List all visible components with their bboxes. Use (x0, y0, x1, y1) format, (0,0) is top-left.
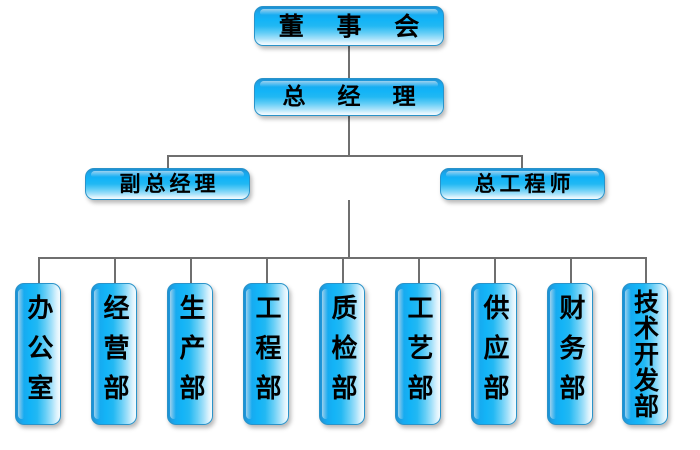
node-department-process[interactable]: 工艺部 (395, 283, 441, 425)
connector-bus-to-dept-2 (114, 257, 116, 284)
node-label: 供应部 (479, 294, 509, 414)
connector-bus-to-dept-7 (494, 257, 496, 284)
node-department-office[interactable]: 办公室 (15, 283, 61, 425)
node-department-engineering[interactable]: 工程部 (243, 283, 289, 425)
node-department-finance[interactable]: 财务部 (547, 283, 593, 425)
connector-gm-lower-stem (348, 200, 350, 258)
connector-bus-to-deputy-gm (167, 155, 169, 169)
node-label: 财务部 (555, 294, 585, 414)
node-department-business[interactable]: 经营部 (91, 283, 137, 425)
node-label: 经营部 (99, 294, 129, 414)
node-label: 技术开发部 (630, 289, 660, 419)
node-label: 办公室 (23, 294, 53, 414)
connector-board-to-gm (348, 46, 350, 78)
node-deputy-general-manager[interactable]: 副总经理 (85, 168, 250, 200)
node-department-quality-inspection[interactable]: 质检部 (319, 283, 365, 425)
connector-level3-bus (167, 155, 523, 157)
connector-bus-to-dept-8 (570, 257, 572, 284)
connector-bus-to-dept-6 (418, 257, 420, 284)
node-label: 质检部 (327, 294, 357, 414)
connector-bus-to-dept-4 (266, 257, 268, 284)
node-chief-engineer[interactable]: 总工程师 (440, 168, 605, 200)
node-board-of-directors[interactable]: 董 事 会 (254, 6, 444, 46)
connector-bus-to-dept-5 (342, 257, 344, 284)
node-label: 生产部 (175, 294, 205, 414)
connector-bus-to-dept-1 (38, 257, 40, 284)
node-department-technology-development[interactable]: 技术开发部 (622, 283, 668, 425)
node-label: 工程部 (251, 294, 281, 414)
connector-bus-to-chief-eng (521, 155, 523, 169)
connector-bus-to-dept-3 (190, 257, 192, 284)
node-department-supply[interactable]: 供应部 (471, 283, 517, 425)
node-general-manager[interactable]: 总 经 理 (254, 78, 444, 116)
connector-bus-to-dept-9 (645, 257, 647, 284)
node-label: 工艺部 (403, 294, 433, 414)
node-label: 总 经 理 (282, 83, 428, 110)
node-department-production[interactable]: 生产部 (167, 283, 213, 425)
node-label: 总工程师 (474, 171, 575, 196)
node-label: 副总经理 (119, 171, 220, 196)
connector-gm-stem (348, 116, 350, 156)
node-label: 董 事 会 (278, 11, 432, 41)
